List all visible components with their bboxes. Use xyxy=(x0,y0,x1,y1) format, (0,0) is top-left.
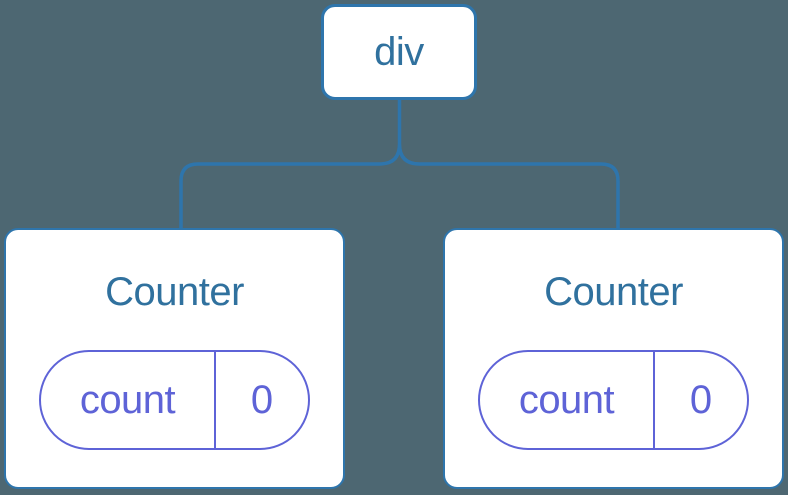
root-node-div: div xyxy=(321,4,477,100)
counter-node-title: Counter xyxy=(544,270,683,314)
state-key-label: count xyxy=(480,352,655,448)
state-pill: count 0 xyxy=(39,350,310,450)
connector-path xyxy=(179,98,620,230)
root-node-label: div xyxy=(374,29,424,74)
counter-node-right: Counter count 0 xyxy=(443,228,784,489)
counter-node-title: Counter xyxy=(105,270,244,314)
counter-node-left: Counter count 0 xyxy=(4,228,345,489)
state-pill: count 0 xyxy=(478,350,749,450)
state-value: 0 xyxy=(689,377,713,422)
state-value: 0 xyxy=(250,377,274,422)
state-key-label: count xyxy=(41,352,216,448)
